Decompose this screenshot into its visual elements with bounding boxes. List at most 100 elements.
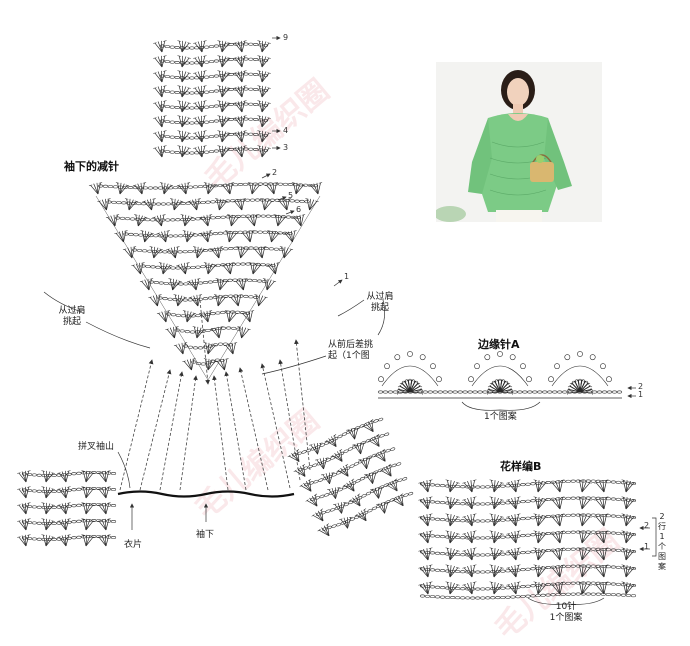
chain-stitch-symbol: [159, 44, 166, 48]
dc-fan-symbol: [621, 581, 636, 595]
chain-stitch-symbol: [184, 46, 190, 50]
chain-stitch-symbol: [248, 87, 254, 91]
chain-stitch-symbol: [510, 517, 516, 521]
chain-stitch-symbol: [485, 570, 491, 574]
chain-stitch-symbol: [223, 88, 229, 92]
chain-stitch-symbol: [470, 570, 476, 574]
chain-stitch-symbol: [356, 442, 362, 447]
chain-stitch-symbol: [445, 518, 451, 522]
chain-stitch-symbol: [253, 103, 259, 106]
chain-stitch-symbol: [210, 312, 216, 316]
chain-stitch-symbol: [440, 586, 446, 590]
chain-stitch-symbol: [510, 595, 516, 599]
chain-stitch-symbol: [580, 479, 586, 483]
chain-stitch-symbol: [377, 468, 383, 473]
chain-stitch-symbol: [630, 567, 637, 571]
chain-stitch-symbol: [460, 570, 466, 574]
chain-stitch-symbol: [361, 440, 367, 445]
chain-stitch-symbol: [169, 150, 175, 154]
chain-stitch-symbol: [71, 472, 77, 476]
chain-stitch-symbol: [233, 246, 239, 250]
chain-stitch-symbol: [312, 184, 319, 188]
chain-stitch-symbol: [435, 483, 441, 487]
chain-stitch-symbol: [289, 199, 295, 203]
chain-stitch-symbol: [580, 496, 586, 500]
chain-stitch-symbol: [218, 247, 224, 251]
chain-stitch-symbol: [237, 230, 243, 234]
chain-stitch-symbol: [207, 184, 214, 188]
dc-fan-symbol: [253, 246, 267, 259]
chain-stitch-symbol: [262, 88, 269, 92]
chain-stitch-symbol: [424, 533, 431, 537]
chain-stitch-symbol: [265, 263, 271, 267]
chain-stitch-symbol: [535, 515, 541, 519]
leader-left-shoulder: [85, 321, 151, 349]
chain-stitch-symbol: [319, 494, 325, 499]
chain-stitch-symbol: [225, 263, 231, 267]
chain-stitch-symbol: [339, 451, 345, 456]
chain-stitch-symbol: [179, 76, 185, 80]
chain-stitch-symbol: [169, 75, 175, 79]
chain-stitch-symbol: [244, 311, 251, 315]
chain-stitch-symbol: [190, 201, 196, 205]
chain-stitch-symbol: [191, 360, 197, 364]
dc-fan-symbol: [97, 502, 111, 515]
chain-stitch-symbol: [169, 135, 175, 139]
chain-stitch-symbol: [595, 592, 601, 596]
chain-stitch-symbol: [71, 488, 77, 492]
chain-stitch-symbol: [157, 250, 163, 254]
chain-stitch-symbol: [159, 74, 166, 78]
chain-stitch-symbol: [233, 102, 239, 106]
chain-stitch-symbol: [164, 150, 170, 154]
chain-stitch-symbol: [605, 514, 611, 518]
chain-stitch-symbol: [96, 471, 102, 475]
chain-stitch-symbol: [146, 202, 152, 206]
chain-stitch-symbol: [535, 566, 541, 570]
chain-stitch-symbol: [157, 296, 163, 300]
dc-fan-symbol: [180, 214, 194, 227]
chain-stitch-symbol: [189, 61, 195, 65]
chain-stitch-symbol: [208, 45, 215, 49]
picot-symbol: [548, 376, 554, 383]
edging-repeat-brace: [461, 401, 541, 411]
chain-stitch-symbol: [450, 501, 456, 505]
chain-stitch-symbol: [61, 473, 67, 477]
picot-symbol: [436, 376, 442, 383]
chain-stitch-symbol: [560, 592, 566, 596]
chain-stitch-symbol: [429, 534, 436, 538]
chain-stitch-symbol: [218, 103, 224, 107]
dc-fan-symbol: [166, 246, 180, 259]
chain-stitch-symbol: [267, 230, 273, 234]
chain-stitch-symbol: [248, 57, 254, 61]
chain-stitch-symbol: [169, 60, 175, 64]
chain-stitch-symbol: [570, 530, 576, 534]
chain-stitch-symbol: [189, 46, 195, 50]
chain-stitch-symbol: [204, 60, 210, 64]
pickup-arrow: [260, 363, 291, 489]
chain-stitch-symbol: [515, 483, 521, 487]
chain-stitch-symbol: [159, 104, 166, 108]
chain-stitch-symbol: [445, 595, 451, 599]
dc-fan-symbol: [233, 145, 247, 158]
chain-stitch-symbol: [66, 520, 72, 524]
chain-stitch-symbol: [114, 216, 121, 220]
chain-stitch-symbol: [215, 311, 221, 315]
chain-stitch-symbol: [253, 73, 259, 76]
chain-stitch-symbol: [515, 517, 521, 521]
chain-stitch-symbol: [319, 443, 325, 447]
chain-stitch-symbol: [187, 345, 194, 349]
chain-stitch-symbol: [222, 342, 229, 346]
dc-fan-symbol: [198, 310, 213, 323]
chain-stitch-symbol: [265, 214, 271, 218]
chain-stitch-symbol: [347, 447, 353, 451]
dc-fan-symbol: [533, 496, 548, 510]
chain-stitch-symbol: [285, 215, 292, 219]
chain-stitch-symbol: [213, 104, 220, 108]
chain-stitch-symbol: [172, 186, 179, 190]
dc-fan-symbol: [308, 182, 323, 195]
row-repeat-c2: 行: [658, 522, 666, 531]
chain-stitch-symbol: [440, 595, 446, 599]
dc-fan-symbol: [257, 130, 271, 143]
